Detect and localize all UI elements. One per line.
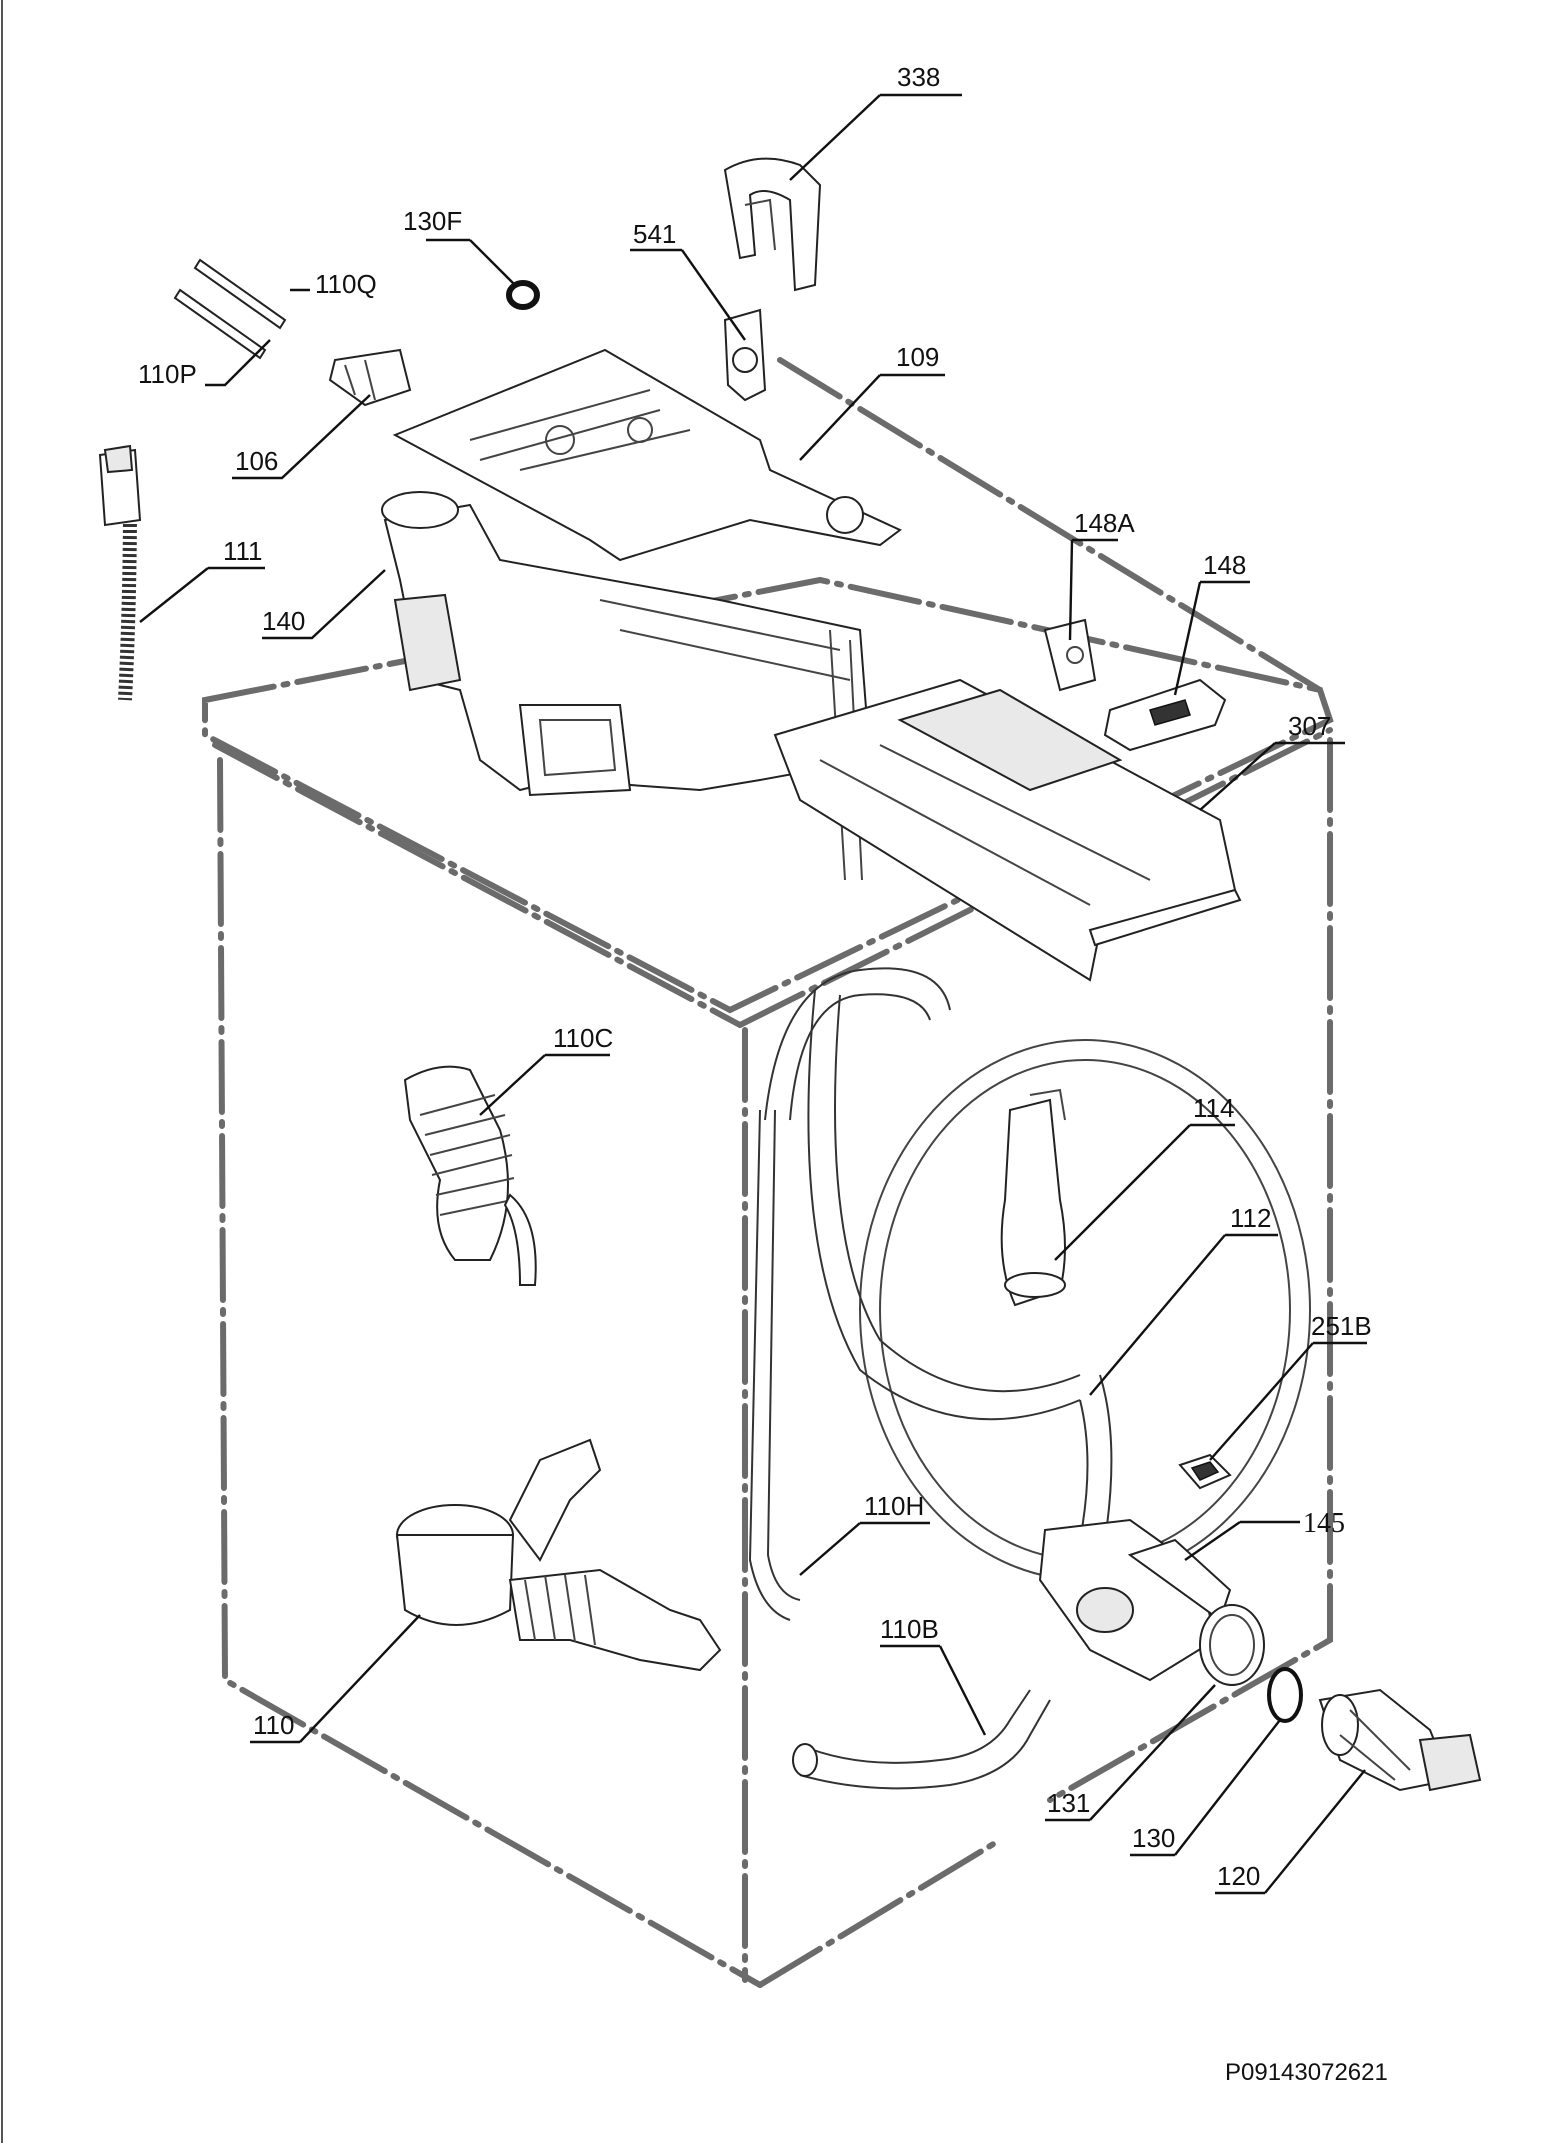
label-110: 110 xyxy=(253,1710,294,1740)
label-140: 140 xyxy=(262,606,305,636)
part-110H-hose xyxy=(748,1109,801,1621)
part-110Q-110P-rods xyxy=(173,258,287,360)
part-110C-bellows xyxy=(403,1065,537,1286)
part-112-drain-hose xyxy=(764,967,1113,1541)
part-338-bracket xyxy=(723,157,822,292)
part-541-clip xyxy=(723,308,767,402)
reference-code: P09143072621 xyxy=(1225,2059,1388,2086)
part-145-pump xyxy=(1038,1518,1232,1682)
label-338: 338 xyxy=(897,62,940,92)
label-111: 111 xyxy=(223,536,263,566)
label-110C: 110C xyxy=(553,1023,613,1053)
part-120-filter xyxy=(1318,1688,1482,1792)
label-112: 112 xyxy=(1230,1203,1271,1233)
part-131-ring xyxy=(1199,1604,1265,1686)
part-106-connector xyxy=(328,348,412,407)
part-148A-latch xyxy=(1043,618,1097,692)
label-541: 541 xyxy=(633,219,676,249)
part-114-pressure-chamber xyxy=(1000,1088,1066,1307)
label-114: 114 xyxy=(1193,1093,1234,1123)
label-307: 307 xyxy=(1288,711,1331,741)
part-140-dispenser-housing xyxy=(381,491,872,881)
part-109-dispenser-cover xyxy=(392,348,902,562)
part-110B-hose xyxy=(792,1689,1051,1790)
part-130F-seal xyxy=(506,280,540,310)
label-110Q: 110Q xyxy=(315,269,377,299)
label-148A: 148A xyxy=(1074,508,1135,538)
label-106: 106 xyxy=(235,446,278,476)
part-307-drawer xyxy=(773,678,1242,982)
label-110P: 110P xyxy=(138,359,197,389)
label-110H: 110H xyxy=(864,1491,924,1521)
label-148: 148 xyxy=(1203,550,1246,580)
label-145: 145 xyxy=(1303,1508,1345,1539)
cabinet-outline xyxy=(202,357,1334,1988)
label-131: 131 xyxy=(1047,1788,1090,1818)
part-111-hose xyxy=(98,444,142,701)
part-148-lever xyxy=(1103,678,1227,752)
label-110B: 110B xyxy=(880,1614,939,1644)
label-130: 130 xyxy=(1132,1823,1175,1853)
part-130-oring xyxy=(1267,1667,1303,1723)
part-251B-pad xyxy=(1178,1453,1232,1490)
label-251B: 251B xyxy=(1311,1311,1372,1341)
label-109: 109 xyxy=(896,342,939,372)
part-labels: 338 541 130F 110Q 110P 109 106 111 140 1… xyxy=(138,62,1388,2086)
part-110-sump xyxy=(395,1438,722,1672)
label-130F: 130F xyxy=(403,206,462,236)
leader-lines xyxy=(139,93,1367,1895)
label-120: 120 xyxy=(1217,1861,1260,1891)
